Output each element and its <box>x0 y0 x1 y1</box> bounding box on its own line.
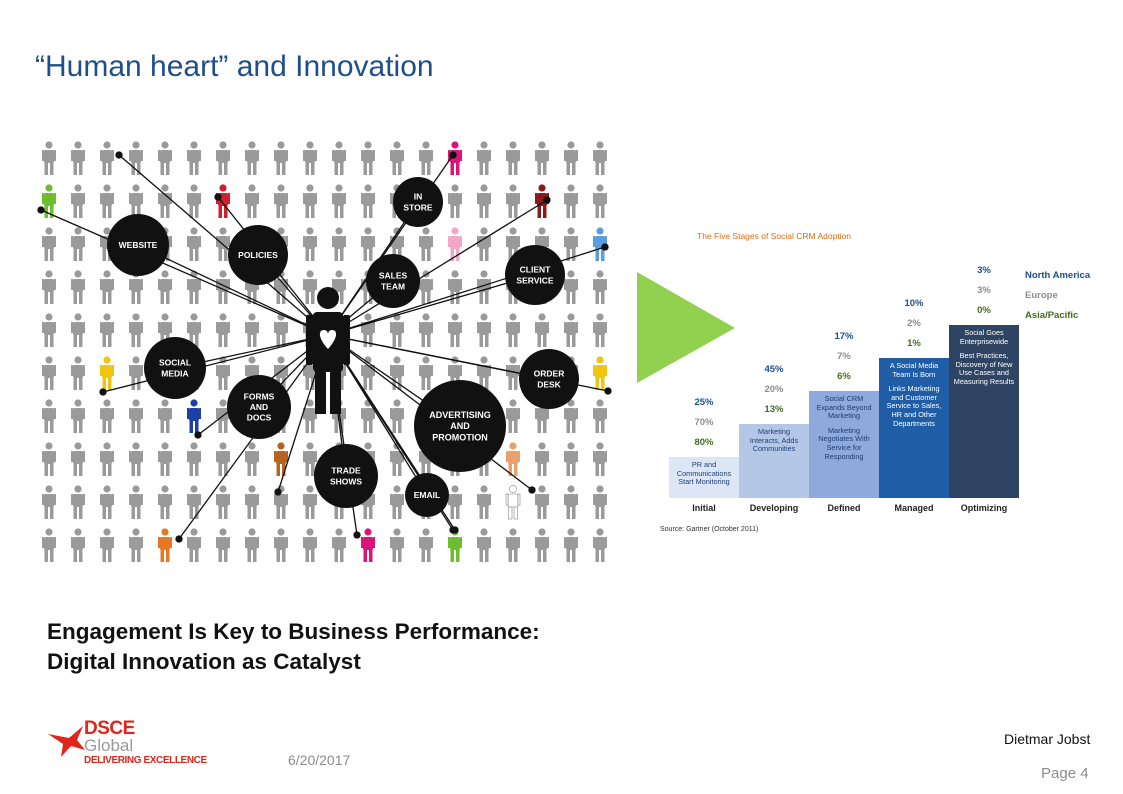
touchpoint-label: ADVERTISING <box>429 410 491 420</box>
touchpoint-label: AND <box>250 402 268 412</box>
touchpoint-label: POLICIES <box>238 250 278 260</box>
touchpoint-label: PROMOTION <box>432 432 488 442</box>
touchpoint-label: FORMS <box>244 391 275 401</box>
stage-label: Initial <box>692 503 716 513</box>
logo-sub: Global <box>84 736 134 755</box>
chart-title: The Five Stages of Social CRM Adoption <box>697 231 852 241</box>
logo-name: DSCE <box>84 718 135 739</box>
stage-description: Social Goes Enterprisewide <box>959 328 1009 346</box>
stage-description: Links Marketing and Customer Service to … <box>886 384 942 428</box>
stage-percentage: 20% <box>764 384 784 395</box>
slide-date: 6/20/2017 <box>288 752 351 768</box>
heart-icon <box>319 330 337 349</box>
stage-percentage: 17% <box>834 331 854 342</box>
slide-author: Dietmar Jobst <box>1004 731 1091 747</box>
stage-label: Defined <box>827 503 861 513</box>
touchpoint-label: STORE <box>403 202 432 212</box>
legend-entry: North America <box>1025 270 1091 281</box>
touchpoint-label: AND <box>450 421 470 431</box>
slide-title: “Human heart” and Innovation <box>35 50 434 83</box>
touchpoint-label: TEAM <box>381 281 405 291</box>
headline-line-1: Engagement Is Key to Business Performanc… <box>47 619 540 644</box>
headline-line-2: Digital Innovation as Catalyst <box>47 649 361 674</box>
stage-description: Marketing Interacts, Adds Communities <box>749 427 799 454</box>
touchpoint-label: MEDIA <box>161 368 188 378</box>
stage-bar-developing: Marketing Interacts, Adds Communities <box>739 424 809 498</box>
stage-description: Marketing Negotiates With Service for Re… <box>818 425 870 461</box>
page-number: Page 4 <box>1041 765 1089 782</box>
touchpoint-node: WEBSITE <box>107 214 169 276</box>
stage-percentage: 80% <box>694 437 714 448</box>
touchpoint-label: SERVICE <box>516 275 553 285</box>
stage-percentage: 3% <box>977 265 991 276</box>
touchpoint-label: WEBSITE <box>119 240 158 250</box>
stage-description: Social CRM Expands Beyond Marketing <box>816 394 872 421</box>
touchpoint-label: CLIENT <box>520 265 552 275</box>
legend-entry: Asia/Pacific <box>1025 310 1079 321</box>
legend-entry: Europe <box>1025 290 1058 301</box>
chart-source: Source: Gartner (October 2011) <box>660 526 759 533</box>
stage-percentage: 2% <box>907 318 921 329</box>
touchpoint-label: SOCIAL <box>159 358 191 368</box>
stage-percentage: 0% <box>977 305 991 316</box>
stage-percentage: 45% <box>764 364 784 375</box>
stage-label: Optimizing <box>960 503 1008 513</box>
touchpoint-label: SHOWS <box>330 476 362 486</box>
touchpoint-label: TRADE <box>331 466 361 476</box>
stage-description: PR and Communications Start Monitoring <box>676 460 732 487</box>
touchpoint-label: DESK <box>537 379 561 389</box>
stage-percentage: 10% <box>904 298 924 309</box>
stage-percentage: 13% <box>764 404 784 415</box>
headline: Engagement Is Key to Business Performanc… <box>47 617 540 677</box>
touchpoint-node: POLICIES <box>228 225 288 285</box>
stage-label: Developing <box>749 503 799 513</box>
touchpoint-label: EMAIL <box>414 490 440 500</box>
stage-percentage: 1% <box>907 338 921 349</box>
stage-percentage: 25% <box>694 397 714 408</box>
touchpoint-label: SALES <box>379 271 408 281</box>
touchpoint-label: DOCS <box>247 413 272 423</box>
logo-tagline: DELIVERING EXCELLENCE <box>84 755 207 766</box>
stage-description: Best Practices, Discovery of New Use Cas… <box>953 351 1015 386</box>
stage-label: Managed <box>894 503 934 513</box>
stage-percentage: 7% <box>837 351 851 362</box>
touchpoint-label: ORDER <box>534 369 565 379</box>
touchpoint-label: IN <box>414 192 423 202</box>
stage-description: A Social Media Team Is Born <box>889 361 939 379</box>
stage-bar-initial: PR and Communications Start Monitoring <box>669 457 739 498</box>
play-arrow-icon <box>637 272 735 383</box>
touchpoint-node: EMAIL <box>405 473 449 517</box>
central-person-icon <box>306 287 350 414</box>
stage-percentage: 3% <box>977 285 991 296</box>
stage-percentage: 6% <box>837 371 851 382</box>
company-logo: DSCE Global DELIVERING EXCELLENCE <box>47 718 207 770</box>
stage-percentage: 70% <box>694 417 714 428</box>
bird-logo-icon <box>48 726 85 757</box>
